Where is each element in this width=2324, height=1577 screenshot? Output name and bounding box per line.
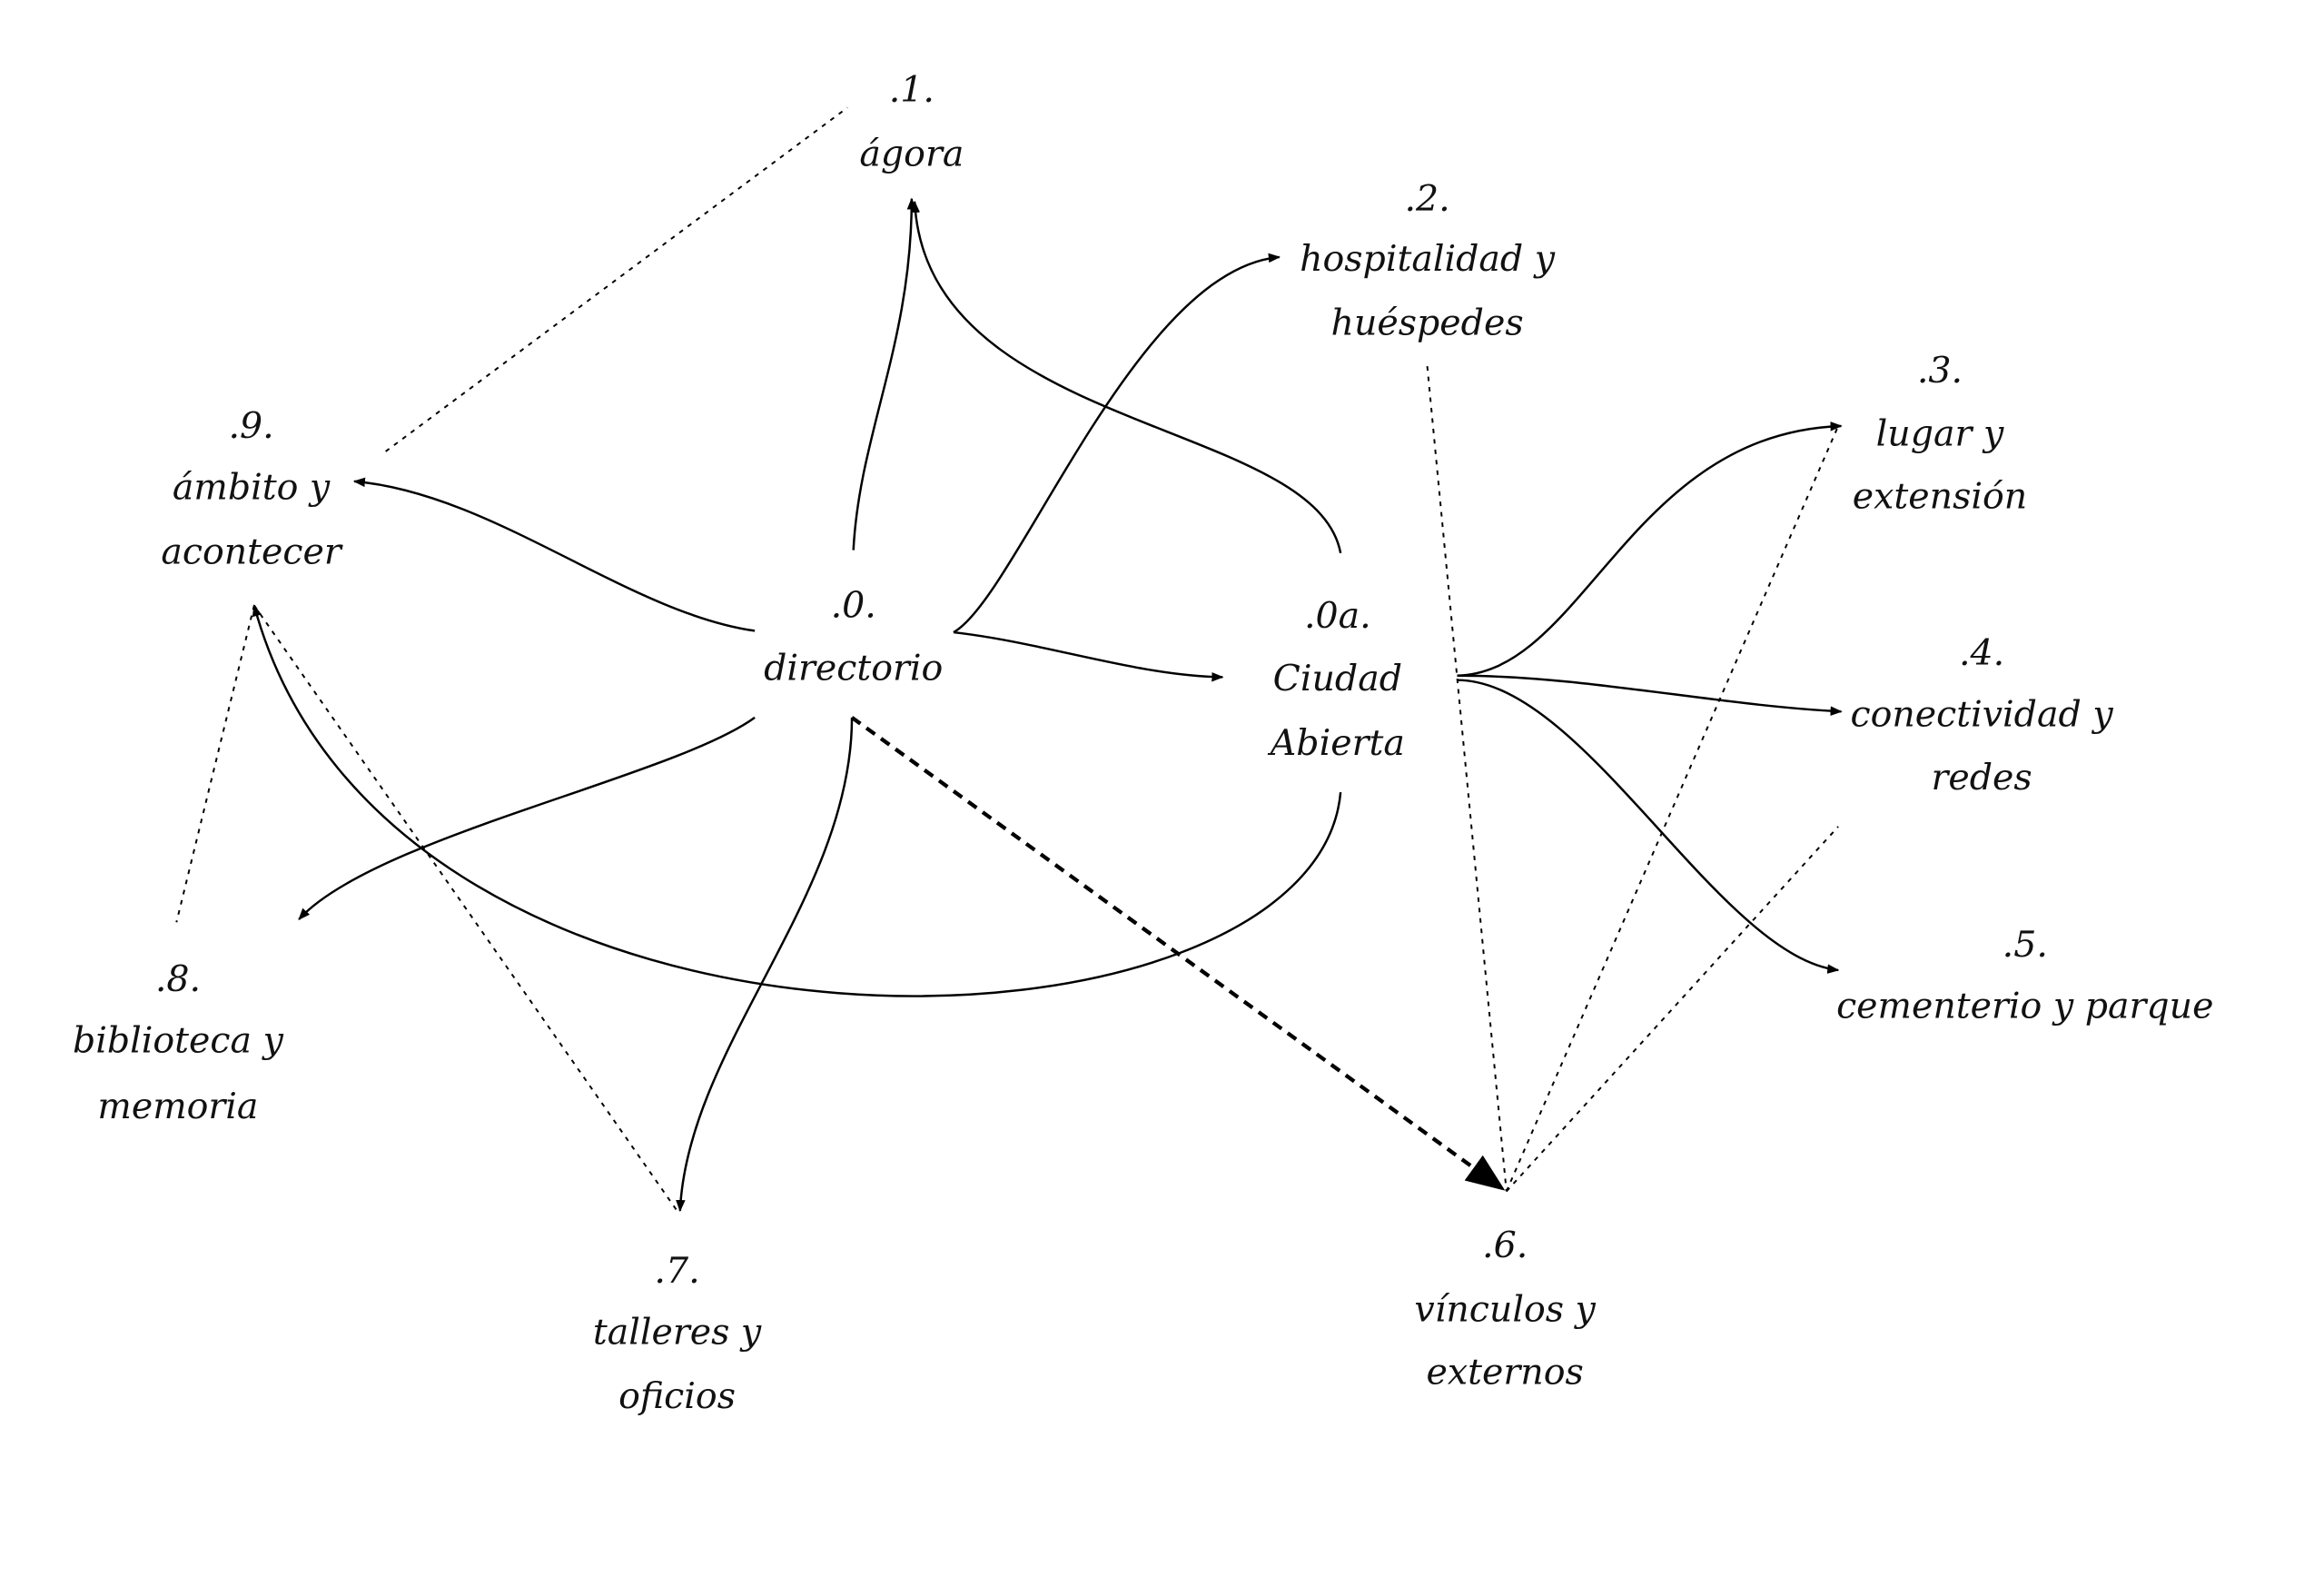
node-label: cementerio y parque [1836,986,2213,1027]
node-label: hospitalidad y [1300,238,1556,280]
node-label: ámbito y [173,467,331,509]
edge-ciudad-conectividad [1457,674,1843,716]
node-label: ágora [859,134,964,175]
node-hospitalidad: .2. hospitalidad y huéspedes [1300,178,1556,344]
edge-ciudad-cementerio [1457,679,1840,974]
dotted-vinculos-lugar [1505,425,1839,1192]
dotted-ambito-agora [385,106,848,452]
node-label: directorio [764,648,943,689]
dotted-hospitalidad-vinculos [1426,366,1508,1192]
node-vinculos: .6. vínculos y externos [1414,1225,1596,1394]
node-label: biblioteca y [73,1019,284,1061]
node-cementerio: .5. cementerio y parque [1836,924,2213,1027]
node-label: vínculos y [1414,1289,1596,1331]
node-label: Ciudad [1273,658,1402,699]
node-ciudad-abierta: .0a. Ciudad Abierta [1268,595,1405,764]
node-number: .9. [228,405,273,447]
node-number: .1. [889,69,935,111]
edge-directorio-biblioteca [298,716,756,920]
node-directorio: .0. directorio [764,585,943,689]
edge-ciudad-lugar [1457,422,1843,677]
node-number: .7. [654,1250,699,1292]
dotted-ambito-biblioteca [175,605,255,923]
node-number: .2. [1404,178,1449,220]
node-label: memoria [97,1086,258,1127]
node-label: externos [1427,1352,1584,1394]
node-agora: .1. ágora [859,69,964,175]
edge-directorio-hospitalidad [953,253,1281,634]
node-number: .8. [155,958,201,1000]
node-label: conectividad y [1850,694,2113,736]
node-label: huéspedes [1331,303,1524,344]
node-label: extensión [1853,475,2027,517]
node-number: .3. [1917,350,1963,392]
node-ambito: .9. ámbito y acontecer [161,405,343,572]
node-label: talleres y [593,1311,762,1353]
node-label: acontecer [161,531,343,572]
node-label: Abierta [1268,722,1405,764]
node-biblioteca: .8. biblioteca y memoria [73,958,284,1127]
node-conectividad: .4. conectividad y redes [1850,632,2113,798]
edge-ciudad-agora [910,200,1342,554]
edge-directorio-talleres [676,717,854,1213]
node-label: redes [1931,757,2032,798]
edge-directorio-agora [852,197,917,550]
node-number: .5. [2003,924,2048,966]
node-label: oficios [618,1375,736,1417]
dotted-ambito-talleres [253,604,678,1212]
node-label: lugar y [1876,412,2004,454]
edge-directorio-ambito [352,477,756,632]
dotted-vinculos-cementerio [1506,826,1839,1193]
node-number: .4. [1959,632,2004,674]
edge-ciudad-ambito [252,604,1342,997]
edge-directorio-vinculos [850,716,1506,1191]
node-talleres: .7. talleres y oficios [593,1250,762,1417]
node-number: .0a. [1304,595,1371,637]
node-number: .6. [1482,1225,1528,1266]
edge-directorio-ciudad [953,630,1224,682]
node-lugar: .3. lugar y extensión [1853,350,2027,517]
node-number: .0. [831,585,876,627]
